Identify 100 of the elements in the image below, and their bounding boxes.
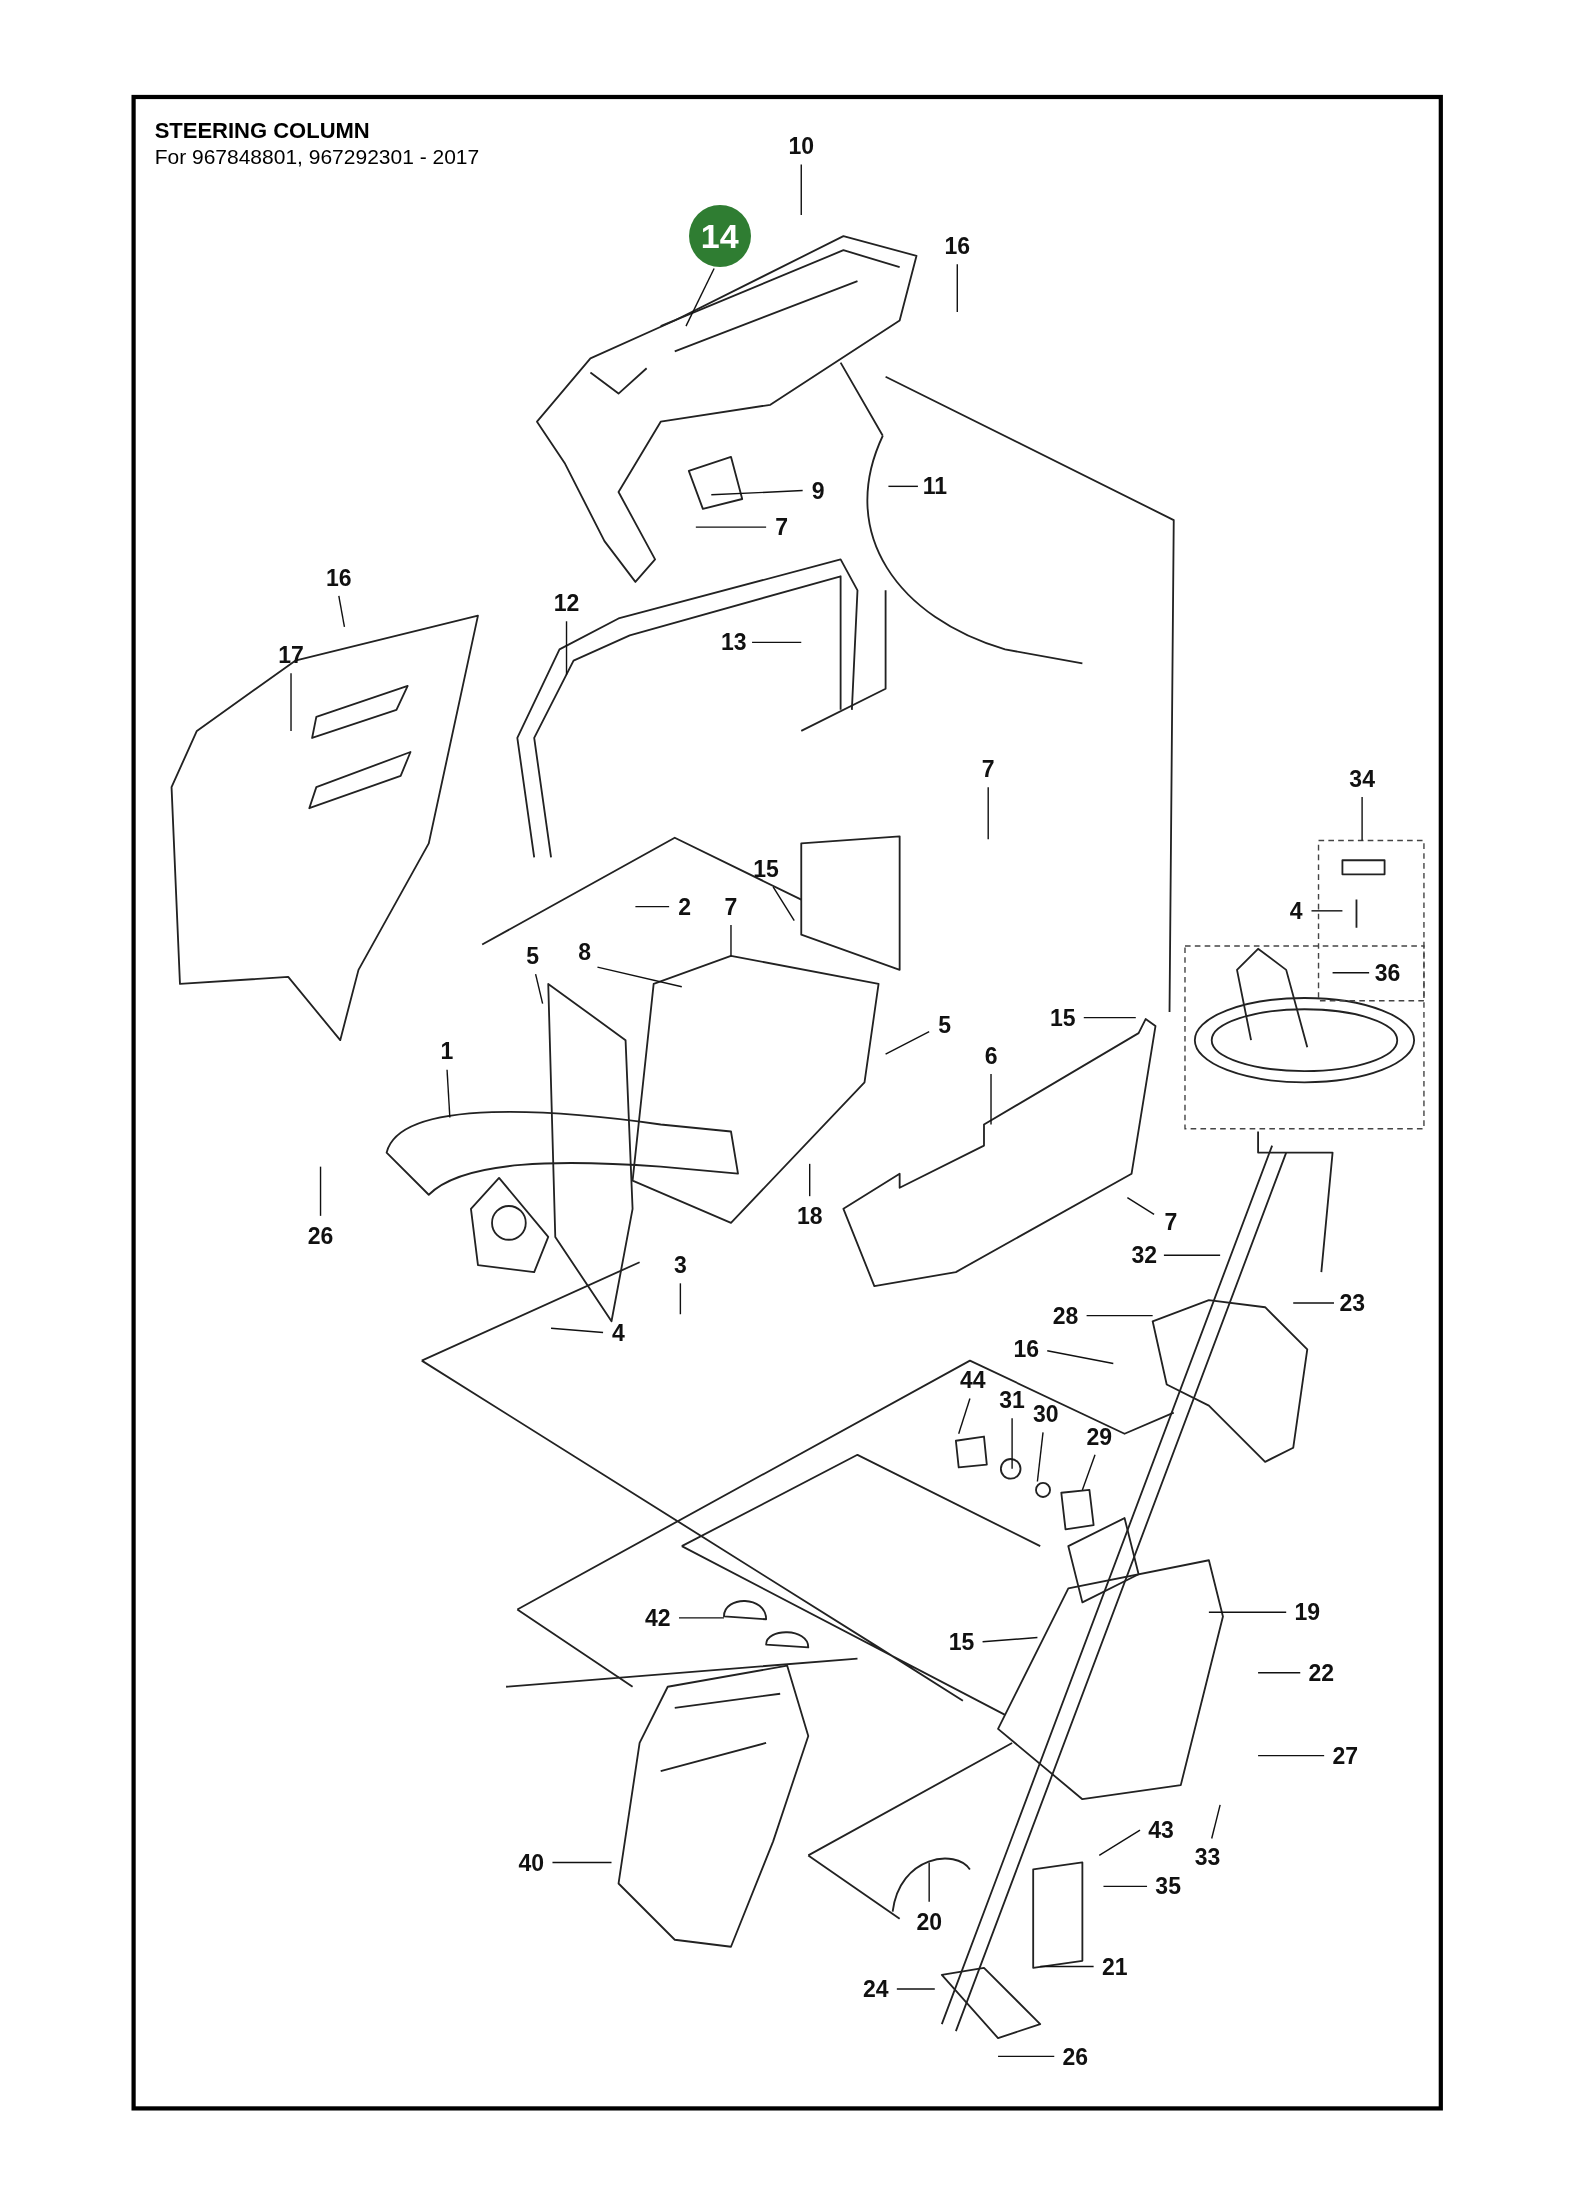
leader-line [730,924,732,957]
leader-line [751,641,802,644]
leader-line [1163,1254,1221,1256]
callout-number: 15 [1049,1006,1076,1030]
leader-line [1361,796,1363,842]
callout-number: 13 [721,630,747,654]
leader-line [1039,1965,1095,1968]
leader-line [1331,971,1370,974]
callout-number: 6 [984,1044,998,1068]
callout-number: 33 [1194,1845,1221,1869]
leader-line [956,263,958,313]
model-note: For 967848801, 967292301 - 2017 [154,144,480,169]
leader-line [290,672,292,732]
callout-number: 19 [1294,1600,1321,1624]
leader-line [1102,1885,1148,1888]
callout-badge: 14 [688,205,751,268]
leader-line [1257,1671,1301,1674]
leader-line [1211,1804,1221,1840]
callout-number: 3 [673,1253,687,1277]
leader-line [319,1165,322,1217]
callout-number: 21 [1101,1955,1128,1979]
leader-line [928,1861,930,1903]
callout-number: 35 [1155,1874,1181,1898]
callout-number: 29 [1086,1425,1113,1449]
title: STEERING COLUMN [154,118,370,145]
callout-number: 7 [981,757,995,781]
callout-number: 7 [724,895,738,919]
callout-number: 15 [753,857,779,881]
callout-number: 8 [578,940,592,964]
callout-number: 15 [948,1630,975,1654]
leader-line [1083,1016,1137,1019]
callout-number: 22 [1308,1661,1335,1685]
leader-line [565,620,568,676]
leader-line [596,966,683,988]
leader-line [1310,910,1344,912]
leader-line [1046,1350,1114,1365]
callout-number: 10 [788,134,815,158]
leader-line [896,1988,936,1990]
leader-line [1085,1314,1154,1317]
leader-line [685,267,715,327]
callout-number: 9 [811,479,825,503]
leader-line [884,1031,930,1055]
callout-number: 20 [916,1910,942,1934]
leader-line [338,595,346,628]
leader-line [809,1163,811,1197]
callout-number: 16 [944,234,971,258]
leader-line [1081,1454,1096,1491]
callout-number: 2 [678,895,691,919]
callout-number: 7 [1164,1210,1178,1234]
callout-number: 30 [1033,1402,1059,1426]
leader-line [446,1068,451,1119]
leader-line [997,2055,1055,2058]
leader-line [679,1282,682,1315]
leader-line [800,163,802,216]
leader-line [958,1397,971,1435]
leader-line [987,786,989,840]
callout-number: 36 [1374,961,1401,985]
callout-number: 31 [999,1388,1025,1412]
leader-line [695,526,767,528]
leader-line [772,886,795,922]
callout-number: 23 [1339,1291,1366,1315]
callout-number: 7 [775,515,788,539]
leader-line [550,1327,604,1334]
callout-number: 12 [553,591,580,615]
callout-number: 40 [518,1851,545,1875]
callout-number: 17 [278,643,304,667]
callout-number: 43 [1148,1818,1174,1842]
callout-number: 32 [1131,1243,1158,1267]
callout-number: 11 [922,474,947,498]
leader-line [887,485,919,488]
leader-line [1098,1829,1141,1857]
leader-line [1208,1611,1287,1613]
callout-number: 26 [307,1224,334,1248]
callout-number: 24 [862,1977,889,2001]
callout-number: 26 [1062,2045,1089,2069]
callout-number: 44 [959,1368,986,1392]
leader-line [1011,1417,1013,1470]
callout-number: 5 [938,1013,952,1037]
leader-line [1126,1196,1155,1216]
callout-number: 4 [612,1321,625,1345]
callout-number: 34 [1349,767,1375,791]
leader-line [1292,1302,1335,1304]
callout-number: 1 [440,1039,454,1063]
leader-line [981,1636,1039,1643]
callout-number: 16 [325,566,352,590]
callout-number: 5 [526,944,540,968]
leader-line [678,1617,725,1619]
callout-number: 42 [645,1606,671,1630]
callout-number: 27 [1332,1744,1359,1768]
callout-number: 16 [1013,1338,1039,1361]
callout-number: 4 [1289,899,1303,923]
leader-line [1036,1431,1044,1483]
leader-line [551,1861,613,1864]
leader-line [1257,1754,1325,1757]
leader-line [634,905,670,908]
callout-number: 28 [1052,1304,1079,1328]
callout-number: 18 [796,1204,823,1228]
leader-line [710,489,804,496]
leader-line [990,1073,992,1126]
leader-line [534,973,544,1005]
